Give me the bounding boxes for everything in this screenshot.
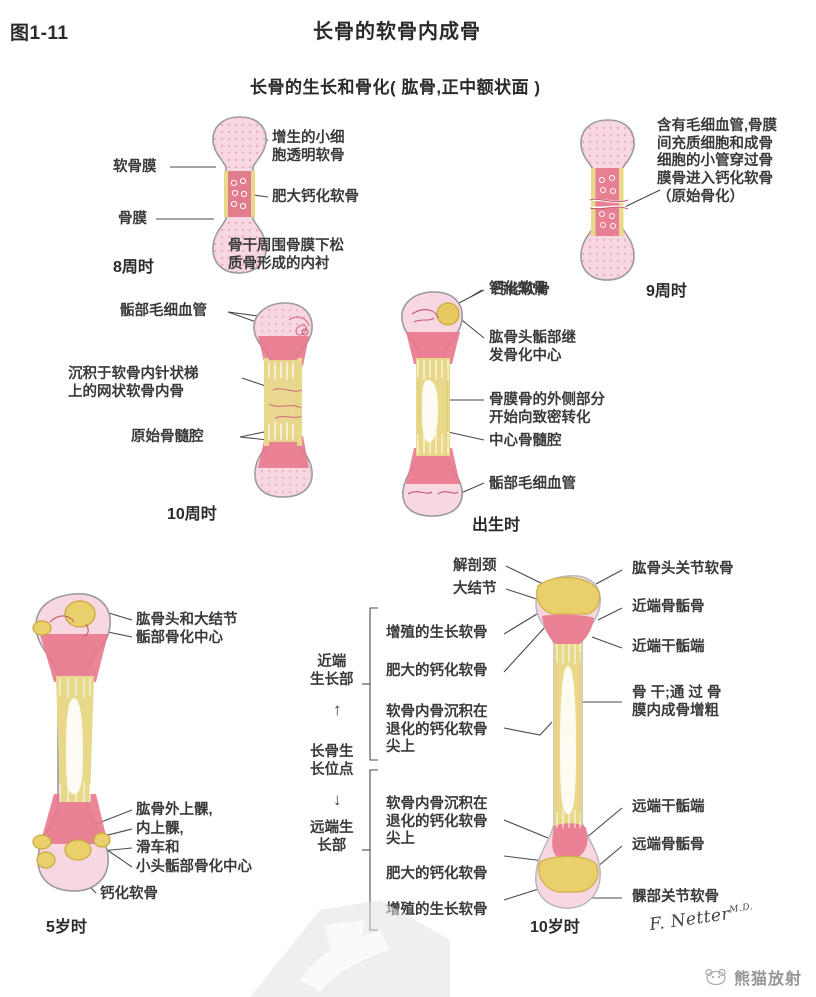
figure-subtitle: 长骨的生长和骨化( 肱骨,正中额状面 ) <box>250 78 541 97</box>
label-epiphyseal-capillaries-birth: 骺部毛细血管 <box>489 476 576 492</box>
label-diaphysis-thickening: 骨 干;通 过 骨 膜内成骨增粗 <box>632 685 722 719</box>
label-anatomical-neck: 解剖颈 <box>453 558 497 574</box>
watermark-text: 熊猫放射 <box>733 971 802 988</box>
label-hypertrophic-calcified-cartilage-proximal: 肥大的钙化软骨 <box>386 663 488 679</box>
label-calcified-cartilage-9w: 钙化软骨 <box>492 282 550 298</box>
label-periosteal-bone-compaction: 骨膜骨的外侧部分 开始向致密转化 <box>489 392 605 426</box>
bone-figure-5-years <box>26 588 122 900</box>
bone-figure-10-years <box>528 570 608 922</box>
label-epiphyseal-capillaries-10w: 骺部毛细血管 <box>120 303 207 319</box>
panda-icon <box>705 968 726 986</box>
label-humeral-head-secondary-center: 肱骨头骺部继 发骨化中心 <box>489 330 576 364</box>
stage-label-10-years: 10岁时 <box>530 919 580 936</box>
bracket-label-distal-growth-zone: 远端生 长部 <box>310 820 354 854</box>
label-proximal-metaphysis: 近端干骺端 <box>632 639 705 655</box>
label-perichondrium: 软骨膜 <box>113 159 157 175</box>
label-lateral-epicondyle: 肱骨外上髁, <box>136 802 213 818</box>
label-calcified-cartilage-5y: 钙化软骨 <box>100 886 158 902</box>
stage-label-9-weeks: 9周时 <box>646 283 687 300</box>
stage-label-5-years: 5岁时 <box>46 919 87 936</box>
label-central-marrow-cavity: 中心骨髓腔 <box>489 433 562 449</box>
label-humeral-head-greater-tubercle: 肱骨头和大结节 <box>136 612 238 628</box>
label-capitulum-ossification-center: 小头骺部骨化中心 <box>136 859 252 875</box>
label-proliferating-growth-cartilage-distal: 增殖的生长软骨 <box>386 902 488 918</box>
label-medial-epicondyle: 内上髁, <box>136 821 184 837</box>
label-proximal-epiphysis: 近端骨骺骨 <box>632 599 705 615</box>
label-subperiosteal-bone-collar: 骨干周围骨膜下松 质骨形成的内衬 <box>228 238 344 272</box>
figure-number: 图1-11 <box>10 23 69 44</box>
signature-suffix: M.D. <box>728 902 754 916</box>
bone-figure-8-weeks <box>205 115 275 275</box>
label-reticular-endochondral-bone: 沉积于软骨内针状梯 上的网状软骨内骨 <box>68 366 199 400</box>
label-humeral-head-articular-cartilage: 肱骨头关节软骨 <box>632 561 734 577</box>
stage-label-10-weeks: 10周时 <box>167 506 217 523</box>
label-condylar-articular-cartilage: 髁部关节软骨 <box>632 889 719 905</box>
stage-label-birth: 出生时 <box>472 517 521 534</box>
figure-title: 长骨的软骨内成骨 <box>313 21 481 43</box>
signature-name: F. Netter <box>648 904 732 936</box>
label-hypertrophic-calcified-cartilage-distal: 肥大的钙化软骨 <box>386 866 488 882</box>
label-primitive-marrow-cavity: 原始骨髓腔 <box>131 429 204 445</box>
label-endochondral-bone-distal: 软骨内骨沉积在 退化的钙化软骨 尖上 <box>386 796 488 848</box>
label-trochlea: 滑车和 <box>136 840 180 856</box>
label-hypertrophic-calcified-cartilage: 肥大钙化软骨 <box>272 189 359 205</box>
label-distal-epiphysis: 远端骨骺骨 <box>632 837 705 853</box>
label-greater-tubercle: 大结节 <box>453 581 497 597</box>
label-proliferating-hyaline-cartilage: 增生的小细 胞透明软骨 <box>272 130 345 164</box>
bone-figure-9-weeks <box>573 118 643 283</box>
label-distal-metaphysis: 远端干骺端 <box>632 799 705 815</box>
bracket-arrow-down: ↓ <box>333 790 342 809</box>
bracket-arrow-up: ↑ <box>333 700 342 719</box>
label-epiphyseal-ossification-center: 骺部骨化中心 <box>136 630 223 646</box>
label-canal-capillaries-osteoblasts: 含有毛细血管,骨膜 间充质细胞和成骨 细胞的小管穿过骨 膜骨进入钙化软骨 （原始… <box>657 118 778 205</box>
bracket-label-proximal-growth-zone: 近端 生长部 <box>310 654 354 688</box>
label-endochondral-bone-proximal: 软骨内骨沉积在 退化的钙化软骨 尖上 <box>386 704 488 756</box>
bracket-label-growth-point: 长骨生 长位点 <box>310 744 354 778</box>
bone-figure-birth <box>392 288 474 520</box>
bone-figure-10-weeks <box>245 300 321 500</box>
label-proliferating-growth-cartilage-proximal: 增殖的生长软骨 <box>386 625 488 641</box>
watermark-panda-radiology: 熊猫放射 <box>702 965 802 989</box>
stage-label-8-weeks: 8周时 <box>113 259 154 276</box>
label-calcified-cartilage-birth: 钙化软骨 <box>489 281 547 297</box>
label-periosteum: 骨膜 <box>118 211 147 227</box>
